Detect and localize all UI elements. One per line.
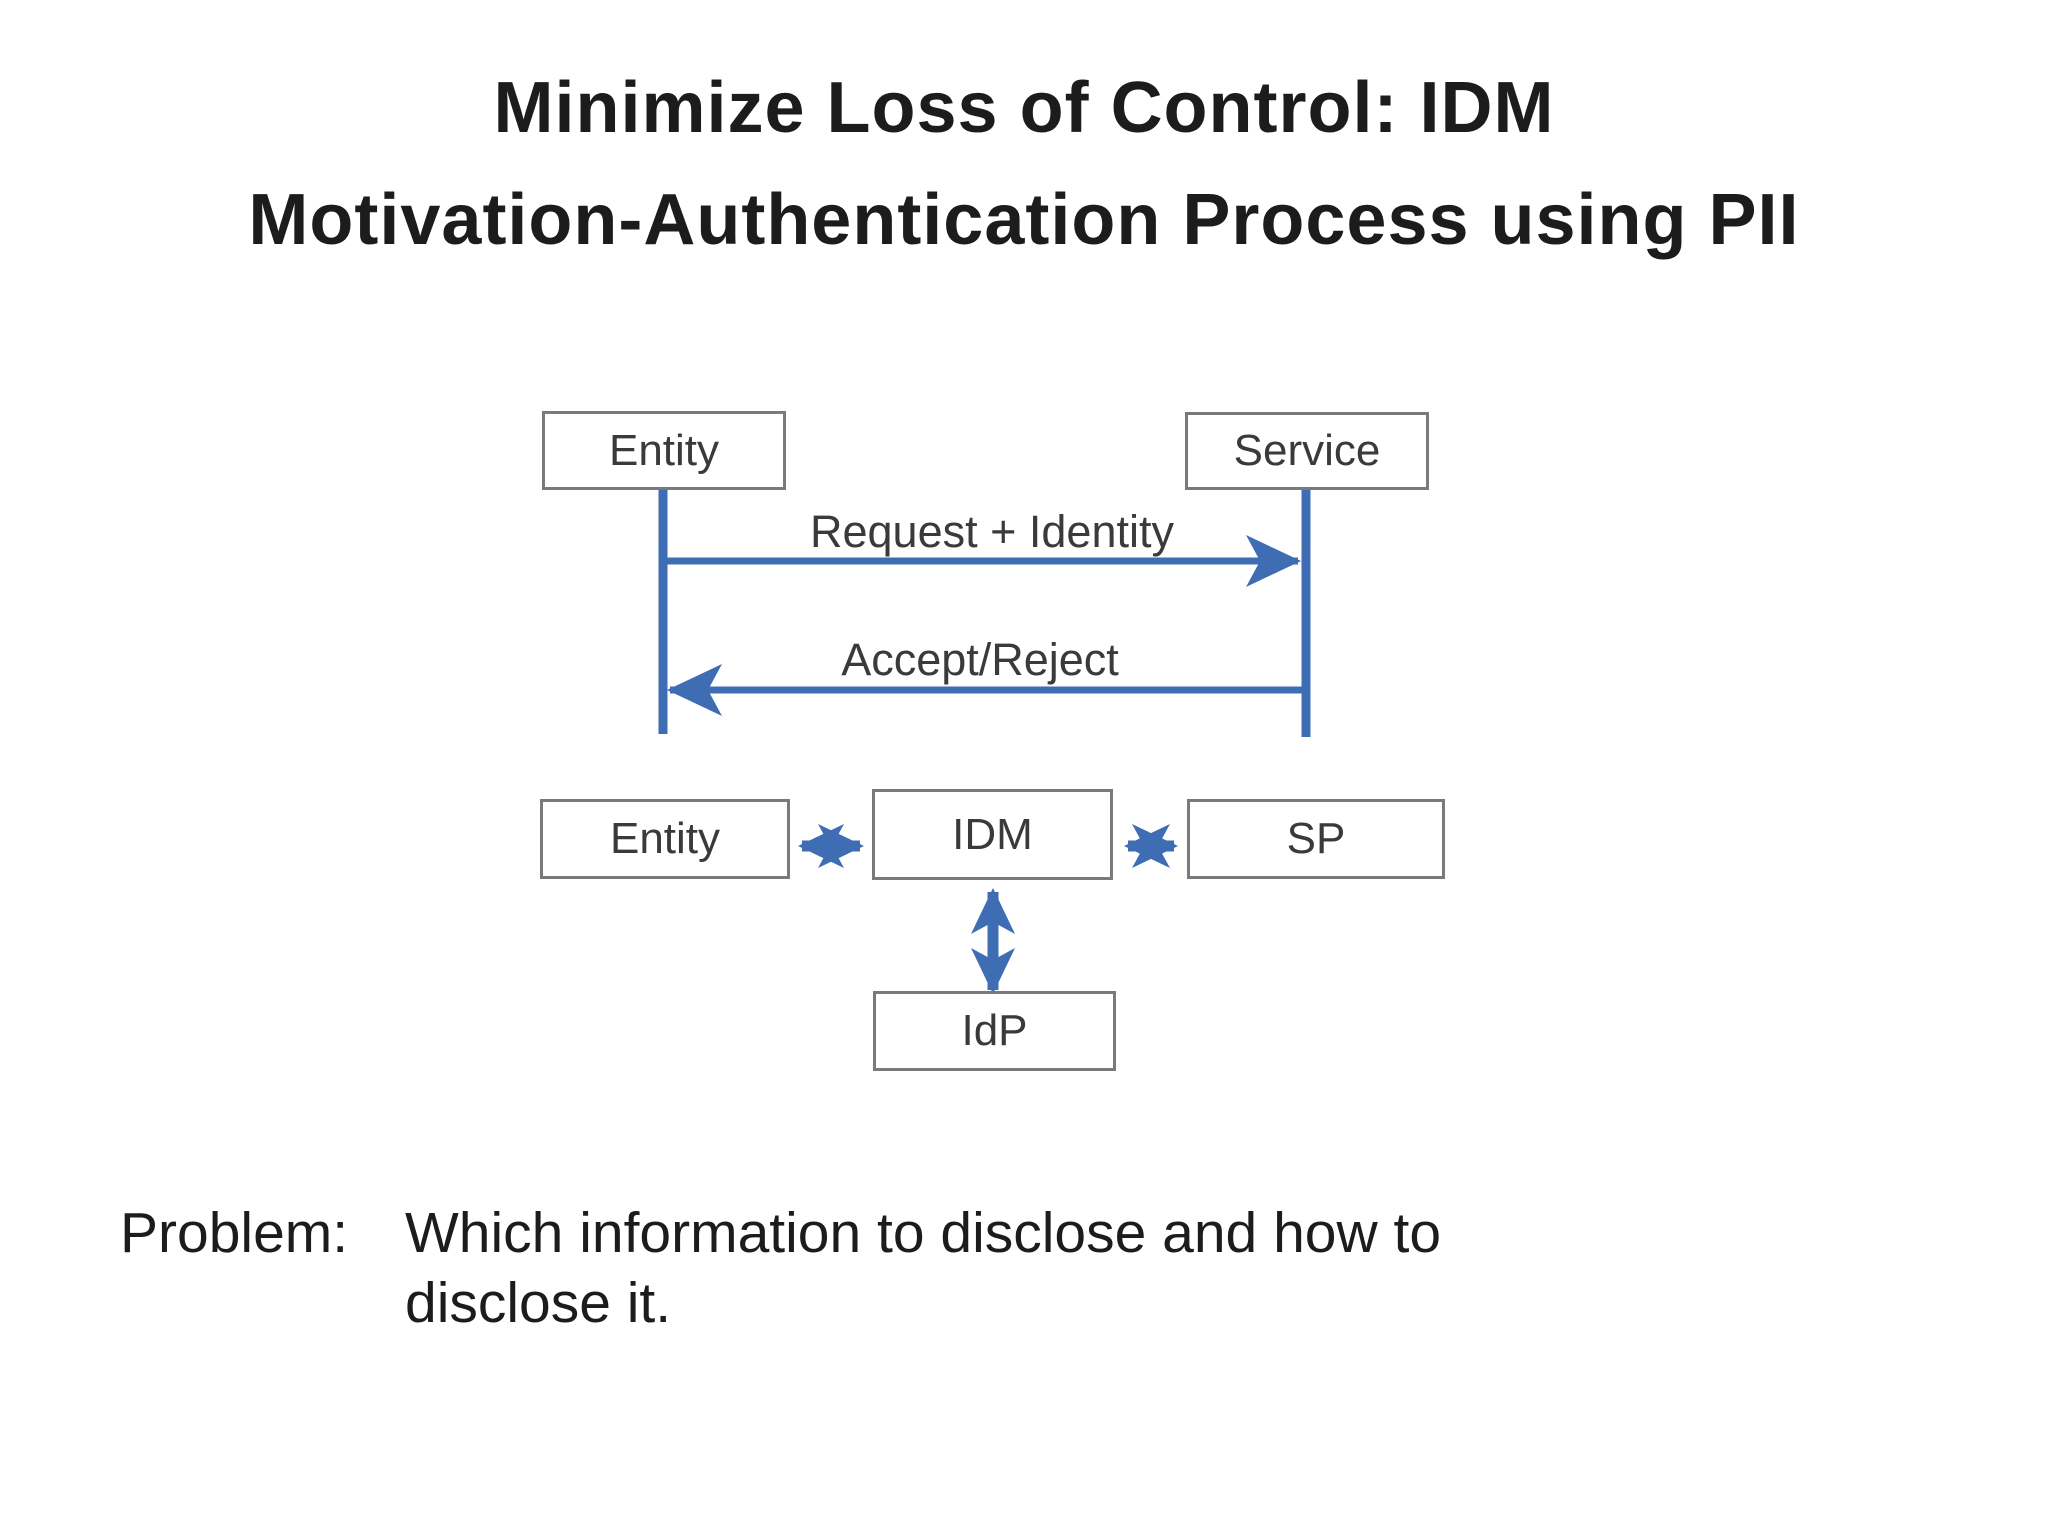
slide-title-line1: Minimize Loss of Control: IDM bbox=[493, 68, 1555, 148]
entity-box-top-label: Entity bbox=[608, 425, 720, 475]
problem-label: Problem: bbox=[120, 1201, 349, 1265]
idm-box-label: IDM bbox=[952, 809, 1033, 859]
service-box-label: Service bbox=[1233, 426, 1381, 475]
problem-statement: Problem: Which information to disclose a… bbox=[120, 1198, 1441, 1338]
problem-text: Which information to disclose and how to… bbox=[405, 1198, 1441, 1338]
idp-box: IdP bbox=[873, 991, 1116, 1071]
problem-text-line2: disclose it. bbox=[405, 1271, 672, 1335]
request-identity-label: Request + Identity bbox=[810, 506, 1174, 557]
idp-box-label: IdP bbox=[961, 1006, 1028, 1055]
entity-box-bottom-label: Entity bbox=[609, 814, 721, 863]
slide-title-line2: Motivation-Authentication Process using … bbox=[248, 180, 1800, 260]
entity-box-bottom: Entity bbox=[540, 799, 790, 879]
service-box: Service bbox=[1185, 412, 1429, 490]
sp-box: SP bbox=[1187, 799, 1445, 879]
slide-title: Minimize Loss of Control: IDM Motivation… bbox=[0, 52, 2048, 276]
problem-text-line1: Which information to disclose and how to bbox=[405, 1201, 1442, 1265]
accept-reject-label: Accept/Reject bbox=[841, 634, 1119, 685]
idm-box: IDM bbox=[872, 789, 1113, 880]
entity-box-top: Entity bbox=[542, 411, 786, 490]
sp-box-label: SP bbox=[1286, 814, 1346, 863]
